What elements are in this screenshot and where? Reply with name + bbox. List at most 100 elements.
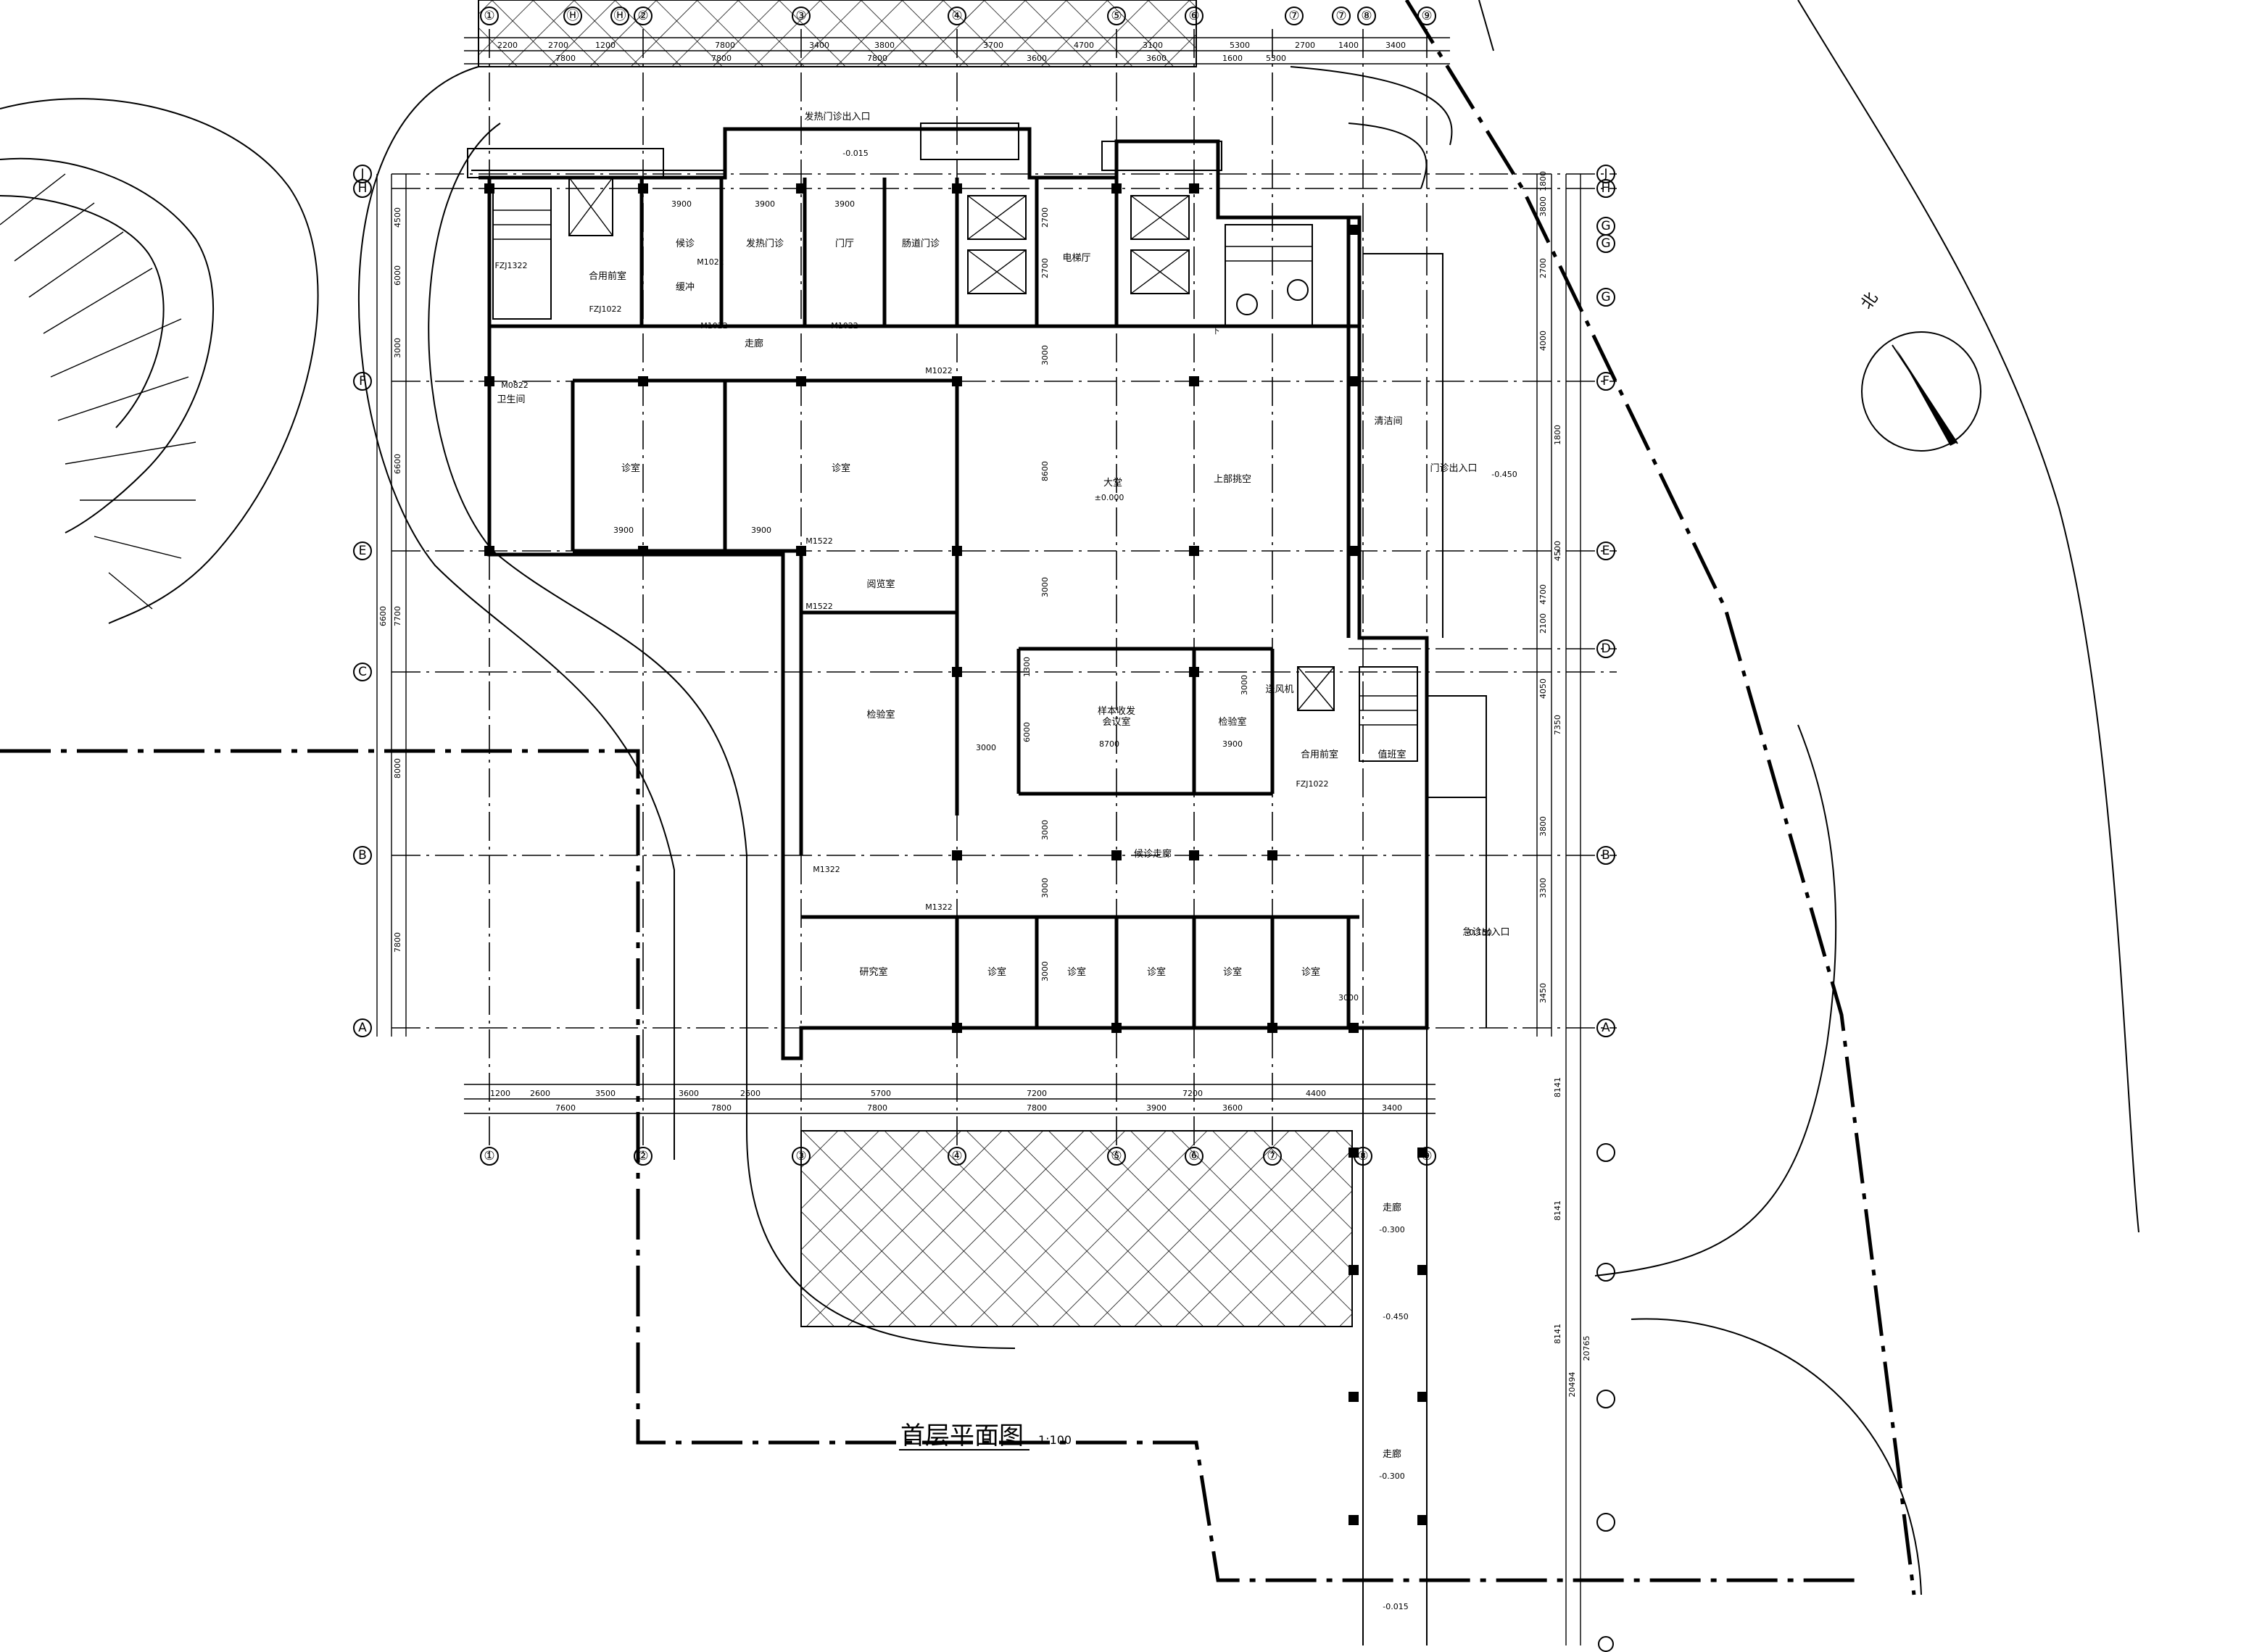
axis-top-7: ⑤ [1111, 9, 1122, 23]
svg-text:3400: 3400 [809, 41, 829, 50]
svg-text:6000: 6000 [1022, 722, 1032, 742]
svg-text:7700: 7700 [393, 606, 402, 626]
svg-text:3700: 3700 [983, 41, 1003, 50]
axis-right-F: F [1602, 374, 1610, 389]
svg-text:2700: 2700 [1538, 258, 1548, 278]
svg-text:8600: 8600 [1040, 461, 1050, 481]
svg-text:5300: 5300 [1230, 41, 1250, 50]
svg-text:4500: 4500 [393, 207, 402, 228]
axis-bubbles-right [1596, 165, 1615, 1652]
room-duty: 值班室 [1378, 749, 1406, 760]
svg-text:3800: 3800 [874, 41, 895, 50]
level-mark: -0.450 [1383, 1312, 1408, 1321]
svg-text:3100: 3100 [1143, 41, 1163, 50]
svg-text:7800: 7800 [867, 1103, 887, 1113]
svg-text:3000: 3000 [1040, 577, 1050, 597]
axis-right-J: J [1603, 167, 1607, 181]
axis-right-D: D [1601, 642, 1610, 656]
axis-left-F: F [359, 374, 366, 389]
elevators-stairs [492, 177, 1418, 762]
room-corridor-top: 走廊 [745, 338, 763, 349]
axis-bottom-1: ① [484, 1149, 494, 1163]
drawing-title: 首层平面图 [900, 1421, 1024, 1450]
door-tag: M1522 [805, 602, 833, 611]
svg-text:1300: 1300 [1022, 657, 1032, 677]
room-exam-3: 诊室 [1147, 966, 1166, 978]
axis-top-3: Ⓗ [614, 9, 626, 23]
room-fever-clinic: 发热门诊 [746, 238, 784, 249]
svg-text:3300: 3300 [1538, 878, 1548, 898]
axis-bubbles-left [353, 165, 372, 1037]
door-tag: M1322 [813, 865, 840, 874]
svg-text:7200: 7200 [1182, 1089, 1203, 1098]
door-tag: M1022 [925, 366, 953, 375]
axis-top-10: ⑦ [1335, 9, 1346, 23]
axis-bubbles-bottom [480, 1147, 1436, 1166]
room-exam-5: 诊室 [1301, 966, 1320, 978]
svg-text:8141: 8141 [1553, 1324, 1562, 1344]
svg-text:2700: 2700 [1295, 41, 1315, 50]
svg-text:1800: 1800 [1538, 171, 1548, 191]
svg-text:4050: 4050 [1538, 678, 1548, 699]
svg-text:4400: 4400 [1306, 1089, 1326, 1098]
axis-top-5: ③ [795, 9, 806, 23]
svg-text:7350: 7350 [1553, 715, 1562, 735]
level-marks: -0.015 ±0.000 -0.450 -0.150 -0.300 -0.45… [842, 149, 1517, 1611]
svg-text:3500: 3500 [595, 1089, 616, 1098]
room-sample: 样本收发 [1098, 705, 1135, 717]
room-buffer: 缓冲 [676, 282, 695, 293]
level-mark: ±0.000 [1095, 493, 1124, 502]
svg-text:3600: 3600 [1222, 1103, 1243, 1113]
svg-text:1400: 1400 [1338, 41, 1359, 50]
room-intestinal-clinic: 肠道门诊 [902, 238, 940, 249]
axis-right-G3: G [1601, 290, 1610, 304]
svg-text:7800: 7800 [393, 932, 402, 952]
axis-bottom-4: ④ [951, 1149, 962, 1163]
door-tag: FZJ1322 [494, 261, 527, 270]
svg-text:2700: 2700 [548, 41, 568, 50]
svg-text:3900: 3900 [755, 199, 775, 209]
svg-text:7800: 7800 [867, 54, 887, 63]
axis-left-C: C [358, 665, 367, 679]
svg-text:6600: 6600 [393, 454, 402, 474]
svg-text:1200: 1200 [490, 1089, 510, 1098]
svg-text:4000: 4000 [1538, 331, 1548, 351]
door-tags: M1022 M1022 M1022 M1022 M1322 M1322 M152… [494, 257, 1328, 912]
axis-bottom-6: ⑥ [1188, 1149, 1199, 1163]
axis-left-A: A [358, 1021, 367, 1035]
hatched-strip-top [478, 0, 1197, 67]
svg-text:2200: 2200 [497, 41, 518, 50]
svg-text:6000: 6000 [393, 265, 402, 286]
door-tag: M0822 [501, 381, 529, 390]
svg-text:3600: 3600 [1146, 54, 1167, 63]
level-mark: -0.150 [1466, 928, 1491, 937]
room-corridor-south-2: 走廊 [1383, 1448, 1401, 1460]
room-labels: 发热门诊出入口 发热门诊 门厅 肠道门诊 电梯厅 候诊 缓冲 合用前室 走廊 卫… [497, 111, 1509, 1460]
axis-bottom-8: ⑧ [1357, 1149, 1368, 1163]
north-arrow [1861, 331, 1981, 452]
level-mark: -0.015 [1383, 1602, 1408, 1611]
room-outpatient-entrance: 门诊出入口 [1430, 463, 1477, 474]
axis-left-B: B [358, 848, 367, 863]
room-meeting: 会议室 [1102, 716, 1130, 728]
stair-down-label: 下 [1212, 326, 1220, 336]
svg-text:2600: 2600 [740, 1089, 761, 1098]
axis-bottom-3: ③ [795, 1149, 806, 1163]
svg-text:3800: 3800 [1538, 816, 1548, 837]
axis-right-G1: G [1601, 219, 1610, 233]
svg-text:2100: 2100 [1538, 613, 1548, 634]
axis-right-H: H [1602, 181, 1611, 196]
svg-text:3450: 3450 [1538, 983, 1548, 1003]
axis-bubbles-top [480, 7, 1436, 25]
axis-bottom-5: ⑤ [1111, 1149, 1122, 1163]
axis-top-4: ② [637, 9, 648, 23]
axis-top-9: ⑦ [1288, 9, 1299, 23]
svg-text:1600: 1600 [1222, 54, 1243, 63]
room-hall: 大堂 [1103, 478, 1122, 489]
spiral-ramp [0, 98, 319, 624]
axis-bottom-7: ⑦ [1267, 1149, 1277, 1163]
svg-text:4700: 4700 [1538, 584, 1548, 605]
svg-text:3900: 3900 [671, 199, 692, 209]
svg-text:4700: 4700 [1074, 41, 1094, 50]
